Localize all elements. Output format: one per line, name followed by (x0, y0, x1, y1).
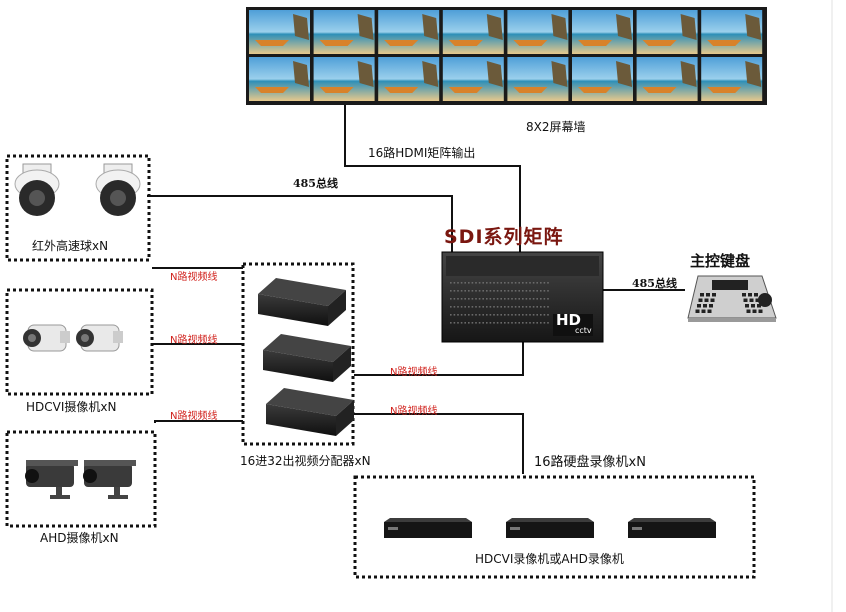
hdcvi-group-label: HDCVI摄像机xN (26, 400, 117, 414)
ahd-group-label: AHD摄像机xN (40, 531, 119, 545)
bus-485-right-label: 485总线 (632, 277, 677, 290)
dome-cameras (14, 163, 141, 216)
keyboard-label: 主控键盘 (690, 252, 751, 270)
wall-screen (572, 10, 633, 54)
nvideo-label-4: N路视频线 (390, 367, 438, 378)
wall-screen (442, 57, 504, 101)
distributor-group-frame (241, 262, 355, 446)
nvideo-label-3: N路视频线 (170, 411, 218, 422)
wall-screen (249, 57, 310, 101)
wall-screen (378, 10, 440, 54)
dvr-recorders (384, 518, 716, 538)
wall-screen (249, 10, 310, 54)
distributor-label: 16进32出视频分配器xN (240, 454, 371, 468)
connection-lines (147, 105, 685, 474)
wall-screen (701, 10, 763, 54)
sdi-matrix (441, 251, 604, 343)
group-frames (5, 154, 756, 579)
matrix-hd-badge: HD (556, 311, 582, 329)
wall-screen (636, 10, 698, 54)
nvideo-label-2: N路视频线 (170, 335, 218, 346)
video-wall-label: 8X2屏幕墙 (526, 120, 586, 134)
dvr-group-frame (353, 475, 756, 579)
control-keyboard (687, 275, 777, 322)
nvideo-label-1: N路视频线 (170, 272, 218, 283)
nvideo-label-5: N路视频线 (390, 406, 438, 417)
wall-screen (378, 57, 440, 101)
hdcvi-cameras (23, 324, 123, 352)
wall-screen (507, 10, 569, 54)
matrix-cctv-badge: cctv (575, 326, 592, 335)
hdcvi-group-frame (5, 288, 154, 396)
hdmi-output-label: 16路HDMI矩阵输出 (368, 146, 476, 160)
wall-screen (701, 57, 763, 101)
wall-screen (507, 57, 569, 101)
video-wall (246, 7, 767, 105)
wall-screen (313, 57, 375, 101)
ahd-group-frame (5, 430, 157, 528)
bus-485-left-label: 485总线 (293, 177, 338, 190)
matrix-title: SDI系列矩阵 (444, 226, 564, 248)
ahd-cameras (25, 460, 136, 499)
wall-screen (442, 10, 504, 54)
video-distributors (258, 278, 354, 436)
dvr-group-label: HDCVI录像机或AHD录像机 (475, 552, 624, 566)
wall-screen (572, 57, 633, 101)
dome-group-frame (5, 154, 151, 262)
dvr-title-label: 16路硬盘录像机xN (534, 455, 646, 470)
dome-group-label: 红外高速球xN (32, 239, 109, 253)
wall-screen (636, 57, 698, 101)
wall-screen (313, 10, 375, 54)
